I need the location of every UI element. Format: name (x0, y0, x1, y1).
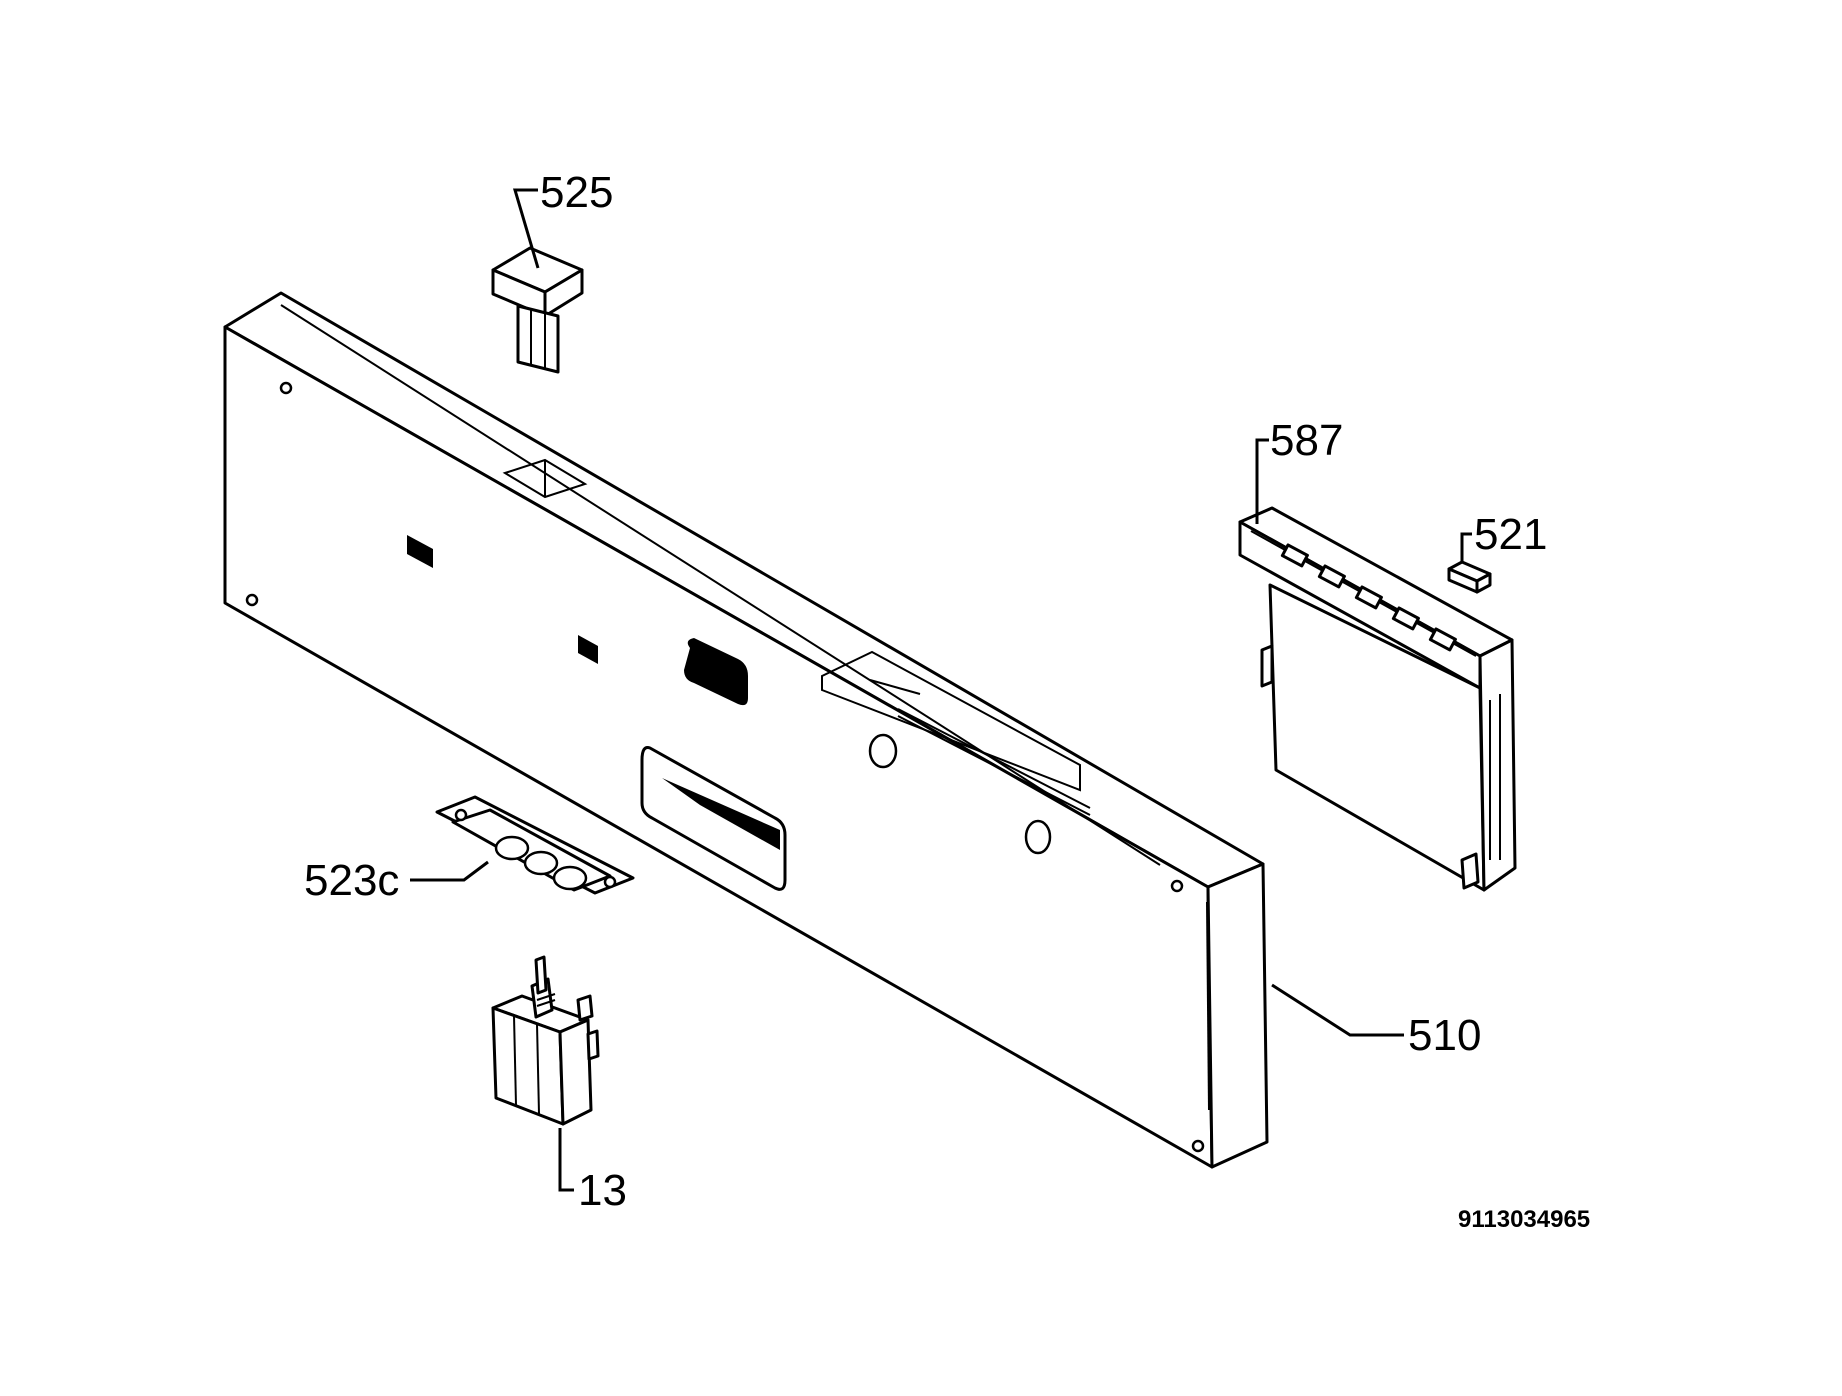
control-panel-510[interactable] (223, 291, 1269, 1169)
button-bracket-523c[interactable] (435, 795, 635, 895)
label-521: 521 (1474, 510, 1547, 559)
electronic-module-587[interactable] (1238, 506, 1517, 892)
leader-lines (410, 188, 1472, 1192)
switch-13[interactable] (491, 955, 600, 1126)
label-13: 13 (578, 1166, 627, 1215)
label-523c: 523c (304, 856, 399, 905)
label-525: 525 (540, 168, 613, 217)
drawing-code: 9113034965 (1458, 1206, 1590, 1233)
button-cap-525[interactable] (491, 246, 584, 374)
clip-521[interactable] (1447, 560, 1492, 594)
label-510: 510 (1408, 1011, 1481, 1060)
label-587: 587 (1270, 416, 1343, 465)
